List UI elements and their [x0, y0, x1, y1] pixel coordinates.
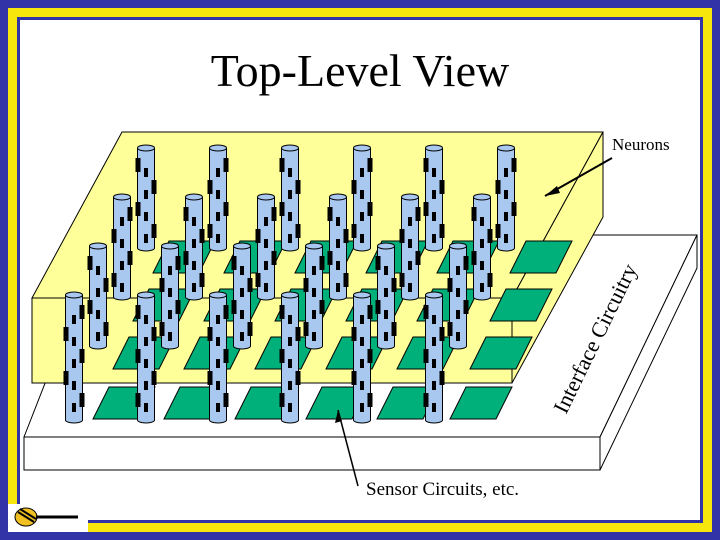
neuron-pillar: [135, 144, 157, 252]
neuron-pillar: [351, 291, 373, 424]
neuron-pillar: [327, 193, 349, 301]
neuron-pillar: [111, 193, 133, 301]
neuron-pillar: [423, 291, 445, 424]
neuron-pillar: [471, 193, 493, 301]
sensor-pad: [449, 386, 513, 420]
neuron-pillar: [231, 242, 253, 350]
neuron-pillar: [135, 291, 157, 424]
neuron-pillar: [447, 242, 469, 350]
neuron-pillar: [423, 144, 445, 252]
neuron-pillar: [279, 291, 301, 424]
neuron-pillar: [351, 144, 373, 252]
hornet-logo-icon: [8, 504, 88, 532]
neuron-pillar: [303, 242, 325, 350]
slide-title: Top-Level View: [210, 45, 510, 96]
neuron-pillar: [255, 193, 277, 301]
neuron-pillar: [495, 144, 517, 252]
neuron-pillar: [375, 242, 397, 350]
neuron-pillar: [183, 193, 205, 301]
neuron-pillar: [87, 242, 109, 350]
neurons-arrow: [544, 157, 613, 197]
neuron-pillar: [63, 291, 85, 424]
neurons-label: Neurons: [612, 135, 670, 154]
neuron-pillar: [159, 242, 181, 350]
neuron-pillar: [207, 291, 229, 424]
neuron-pillar: [399, 193, 421, 301]
sensor-pad: [509, 240, 573, 274]
neuron-pillars: [63, 144, 517, 424]
sensor-arrow: [335, 409, 359, 487]
neuron-pillar: [279, 144, 301, 252]
sensor-label: Sensor Circuits, etc.: [366, 479, 519, 500]
neuron-pillar: [207, 144, 229, 252]
sensor-pad: [489, 288, 553, 322]
sensor-pad: [469, 336, 533, 370]
